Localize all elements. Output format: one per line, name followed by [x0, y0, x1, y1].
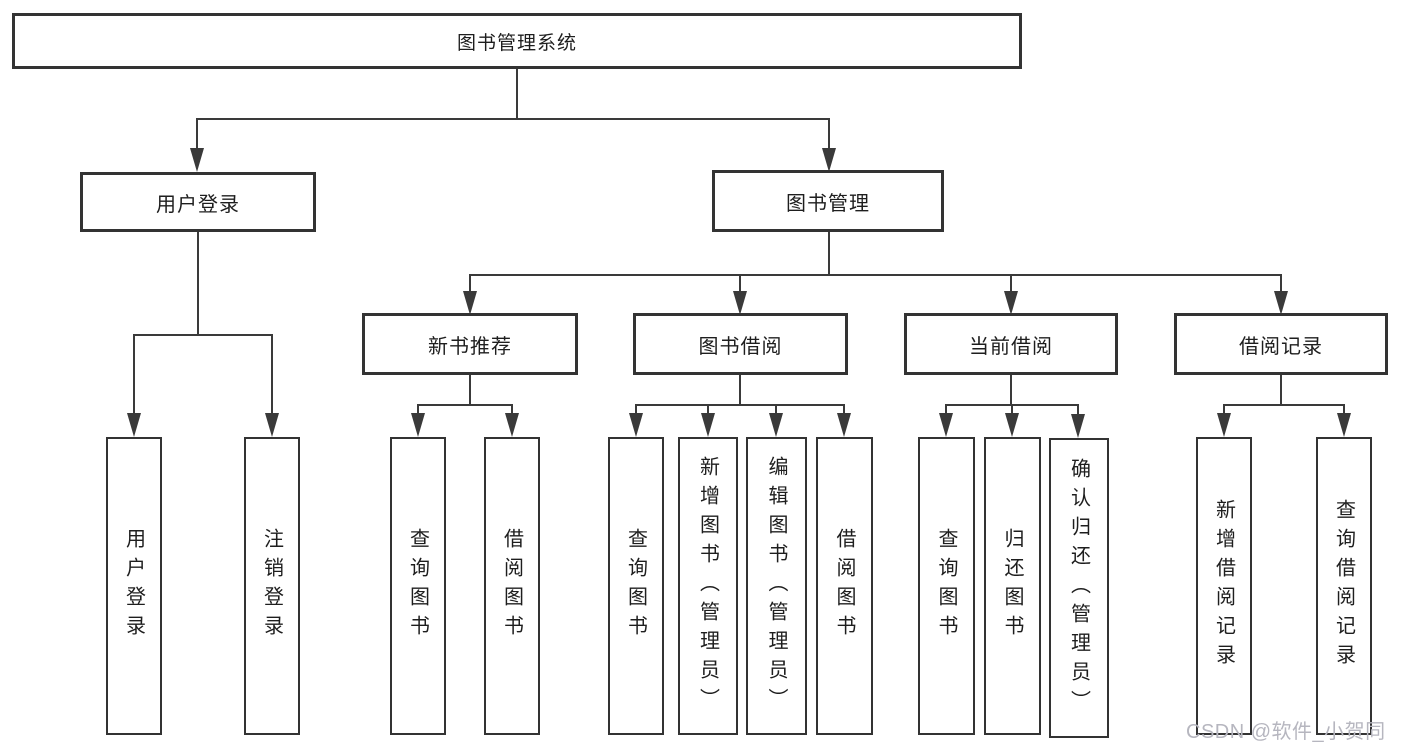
- leaf-user-login: 用户登录: [106, 437, 162, 735]
- connector-line: [1011, 404, 1013, 416]
- arrow-head: [265, 413, 279, 437]
- connector-line: [635, 404, 845, 406]
- connector-line: [1280, 274, 1282, 296]
- leaf-query-books-borrowing: 查询图书: [608, 437, 664, 735]
- leaf-query-books-recommend: 查询图书: [390, 437, 446, 735]
- connector-line: [775, 404, 777, 416]
- connector-line: [843, 404, 845, 416]
- arrow-head: [1337, 413, 1351, 437]
- connector-line: [196, 118, 198, 152]
- arrow-head: [837, 413, 851, 437]
- arrow-head: [1274, 291, 1288, 315]
- connector-line: [1010, 375, 1012, 406]
- arrow-head: [505, 413, 519, 437]
- arrow-head: [822, 148, 836, 172]
- arrow-head: [629, 413, 643, 437]
- connector-line: [739, 274, 741, 296]
- node-new-book-recommend: 新书推荐: [362, 313, 578, 375]
- leaf-confirm-return-admin: 确认归还（管理员）: [1049, 438, 1109, 738]
- node-library-system: 图书管理系统: [12, 13, 1022, 69]
- arrow-head: [190, 148, 204, 172]
- connector-line: [945, 404, 947, 416]
- arrow-head: [1004, 291, 1018, 315]
- connector-line: [1280, 375, 1282, 406]
- leaf-query-borrow-record: 查询借阅记录: [1316, 437, 1372, 735]
- connector-line: [196, 118, 830, 120]
- connector-line: [511, 404, 513, 416]
- connector-line: [469, 375, 471, 406]
- arrow-head: [127, 413, 141, 437]
- node-book-management: 图书管理: [712, 170, 944, 232]
- node-book-borrowing: 图书借阅: [633, 313, 848, 375]
- connector-line: [469, 274, 471, 296]
- connector-line: [197, 232, 199, 335]
- leaf-query-books-current: 查询图书: [918, 437, 975, 735]
- arrow-head: [1071, 414, 1085, 438]
- connector-line: [707, 404, 709, 416]
- arrow-head: [411, 413, 425, 437]
- csdn-watermark: CSDN @软件_小贺同学: [1186, 721, 1386, 743]
- node-borrowing-records: 借阅记录: [1174, 313, 1388, 375]
- arrow-head: [701, 413, 715, 437]
- connector-line: [635, 404, 637, 416]
- connector-line: [133, 334, 273, 336]
- connector-line: [739, 375, 741, 406]
- connector-line: [417, 404, 419, 416]
- leaf-edit-book-admin: 编辑图书（管理员）: [746, 437, 807, 735]
- arrow-head: [1005, 413, 1019, 437]
- leaf-borrow-books-recommend: 借阅图书: [484, 437, 540, 735]
- connector-line: [1077, 404, 1079, 416]
- leaf-add-book-admin: 新增图书（管理员）: [678, 437, 738, 735]
- leaf-add-borrow-record: 新增借阅记录: [1196, 437, 1252, 735]
- connector-line: [1343, 404, 1345, 416]
- leaf-borrow-books-borrowing: 借阅图书: [816, 437, 873, 735]
- leaf-return-book: 归还图书: [984, 437, 1041, 735]
- node-user-login: 用户登录: [80, 172, 316, 232]
- arrow-head: [463, 291, 477, 315]
- node-current-borrowing: 当前借阅: [904, 313, 1118, 375]
- arrow-head: [733, 291, 747, 315]
- arrow-head: [939, 413, 953, 437]
- connector-line: [133, 334, 135, 416]
- connector-line: [271, 334, 273, 416]
- connector-line: [828, 118, 830, 152]
- connector-line: [1223, 404, 1225, 416]
- connector-line: [1010, 274, 1012, 296]
- connector-line: [516, 69, 518, 120]
- arrow-head: [1217, 413, 1231, 437]
- arrow-head: [769, 413, 783, 437]
- connector-line: [417, 404, 513, 406]
- connector-line: [469, 274, 1282, 276]
- connector-line: [828, 232, 830, 276]
- leaf-logout: 注销登录: [244, 437, 300, 735]
- connector-line: [1223, 404, 1345, 406]
